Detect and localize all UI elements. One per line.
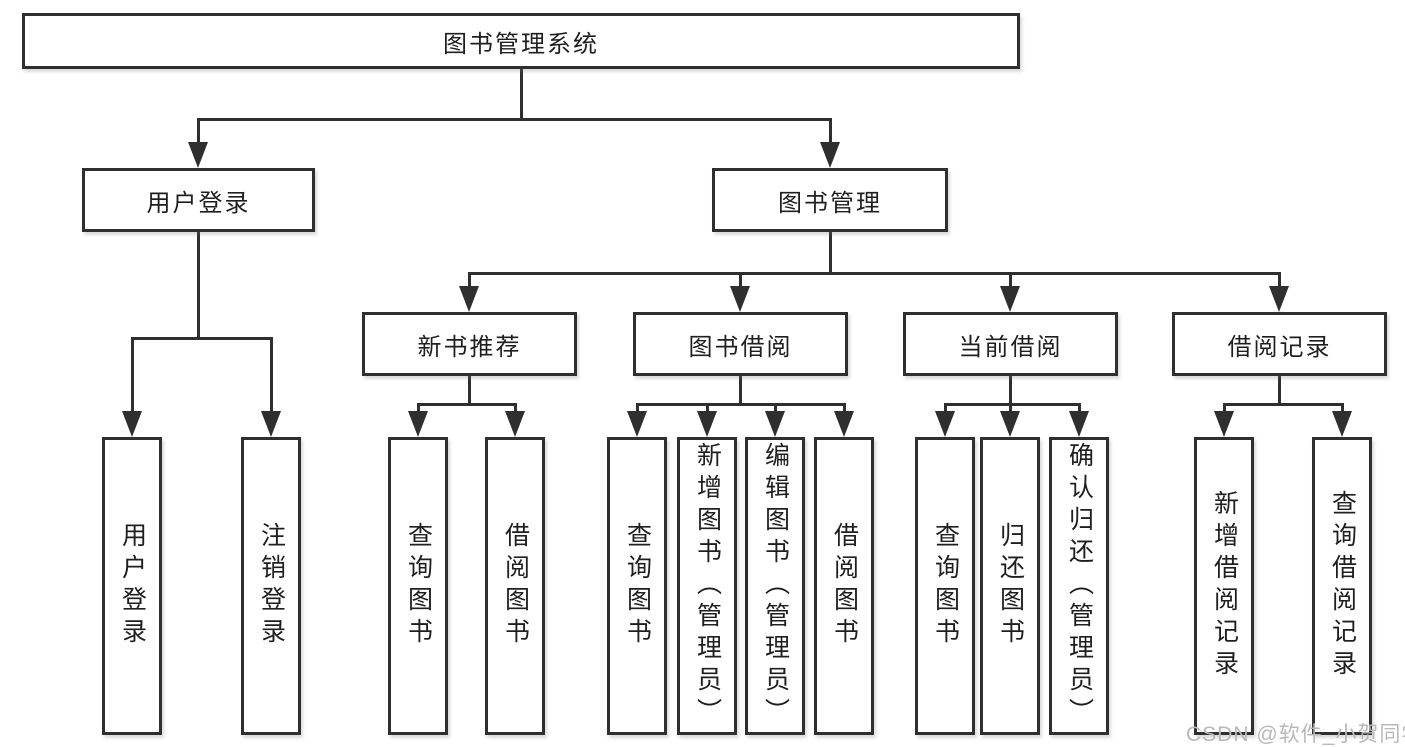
node-label: 借阅记录 [1227, 333, 1332, 361]
node-book-management: 图书管理 [712, 168, 948, 232]
node-current-borrow: 当前借阅 [903, 312, 1118, 376]
arrowhead-down-icon [765, 411, 785, 437]
connector-rail-bookborrow [636, 403, 846, 406]
arrowhead-down-icon [1269, 286, 1289, 312]
leaf-borrow-book-2: 借阅图书 [814, 437, 874, 735]
leaf-logout: 注销登录 [241, 437, 301, 735]
arrowhead-down-icon [1069, 411, 1089, 437]
node-new-book-recommend: 新书推荐 [362, 312, 577, 376]
connector-rail-level1 [197, 118, 832, 121]
arrowhead-down-icon [459, 286, 479, 312]
arrowhead-down-icon [1000, 411, 1020, 437]
connector-shaft [417, 403, 420, 415]
leaf-label: 借阅图书 [501, 522, 530, 650]
leaf-label: 新增借阅记录 [1210, 490, 1239, 682]
connector-borrowrecords-drop [1278, 374, 1281, 403]
connector-shaft [1278, 272, 1281, 288]
node-label: 图书管理系统 [443, 30, 599, 58]
leaf-borrow-book-1: 借阅图书 [485, 437, 545, 735]
connector-currentborrow-drop [1009, 374, 1012, 403]
connector-shaft [270, 337, 273, 413]
arrowhead-down-icon [261, 411, 281, 437]
connector-newbook-drop [468, 374, 471, 403]
node-label: 新书推荐 [417, 333, 522, 361]
connector-shaft [514, 403, 517, 415]
arrowhead-down-icon [935, 411, 955, 437]
connector-shaft [1078, 403, 1081, 415]
connector-rail-currentborrow [944, 403, 1081, 406]
connector-shaft [468, 272, 471, 288]
arrowhead-down-icon [1214, 411, 1234, 437]
node-root: 图书管理系统 [22, 13, 1020, 69]
connector-rail-userlogin [131, 337, 273, 340]
leaf-label: 新增图书（管理员） [693, 442, 722, 730]
node-book-borrow: 图书借阅 [633, 312, 848, 376]
connector-shaft [829, 118, 832, 144]
leaf-label: 借阅图书 [830, 522, 859, 650]
leaf-query-book-2: 查询图书 [607, 437, 667, 735]
node-label: 用户登录 [146, 189, 251, 217]
arrowhead-down-icon [122, 411, 142, 437]
leaf-add-borrow-record: 新增借阅记录 [1194, 437, 1254, 735]
connector-rail-level3 [468, 272, 1281, 275]
connector-root-drop [520, 68, 523, 120]
leaf-label: 查询图书 [931, 522, 960, 650]
arrowhead-down-icon [1332, 411, 1352, 437]
leaf-label: 用户登录 [118, 522, 147, 650]
connector-shaft [131, 337, 134, 413]
leaf-label: 注销登录 [257, 522, 286, 650]
connector-bookborrow-drop [739, 374, 742, 403]
connector-shaft [843, 403, 846, 415]
connector-shaft [1223, 403, 1226, 415]
connector-shaft [944, 403, 947, 415]
connector-shaft [636, 403, 639, 415]
connector-shaft [1341, 403, 1344, 415]
leaf-query-book-1: 查询图书 [388, 437, 448, 735]
watermark: CSDN @软件_小贺同学 [1186, 723, 1405, 746]
node-label: 图书管理 [778, 189, 882, 217]
arrowhead-down-icon [505, 411, 525, 437]
arrowhead-down-icon [697, 411, 717, 437]
leaf-query-book-3: 查询图书 [915, 437, 975, 735]
node-borrow-records: 借阅记录 [1172, 312, 1387, 376]
connector-userlogin-drop [197, 231, 200, 337]
leaf-label: 查询图书 [404, 522, 433, 650]
leaf-label: 编辑图书（管理员） [761, 442, 790, 730]
leaf-return-book: 归还图书 [980, 437, 1040, 735]
connector-shaft [706, 403, 709, 415]
connector-shaft [774, 403, 777, 415]
leaf-edit-book-admin: 编辑图书（管理员） [745, 437, 805, 735]
connector-bookmgmt-drop [829, 231, 832, 272]
node-user-login: 用户登录 [82, 168, 315, 232]
leaf-add-book-admin: 新增图书（管理员） [677, 437, 737, 735]
arrowhead-down-icon [820, 142, 840, 168]
connector-shaft [739, 272, 742, 288]
node-label: 当前借阅 [958, 333, 1063, 361]
leaf-label: 查询借阅记录 [1328, 490, 1357, 682]
arrowhead-down-icon [408, 411, 428, 437]
leaf-confirm-return-admin: 确认归还（管理员） [1049, 437, 1109, 735]
leaf-label: 确认归还（管理员） [1065, 442, 1094, 730]
arrowhead-down-icon [1000, 286, 1020, 312]
connector-shaft [1009, 272, 1012, 288]
connector-rail-newbook [417, 403, 517, 406]
leaf-label: 归还图书 [996, 522, 1025, 650]
connector-shaft [1009, 403, 1012, 415]
arrowhead-down-icon [834, 411, 854, 437]
arrowhead-down-icon [730, 286, 750, 312]
node-label: 图书借阅 [688, 333, 793, 361]
leaf-user-login: 用户登录 [102, 437, 162, 735]
leaf-query-borrow-record: 查询借阅记录 [1312, 437, 1372, 735]
arrowhead-down-icon [627, 411, 647, 437]
connector-shaft [197, 118, 200, 144]
arrowhead-down-icon [188, 142, 208, 168]
connector-rail-borrowrecords [1223, 403, 1344, 406]
leaf-label: 查询图书 [623, 522, 652, 650]
